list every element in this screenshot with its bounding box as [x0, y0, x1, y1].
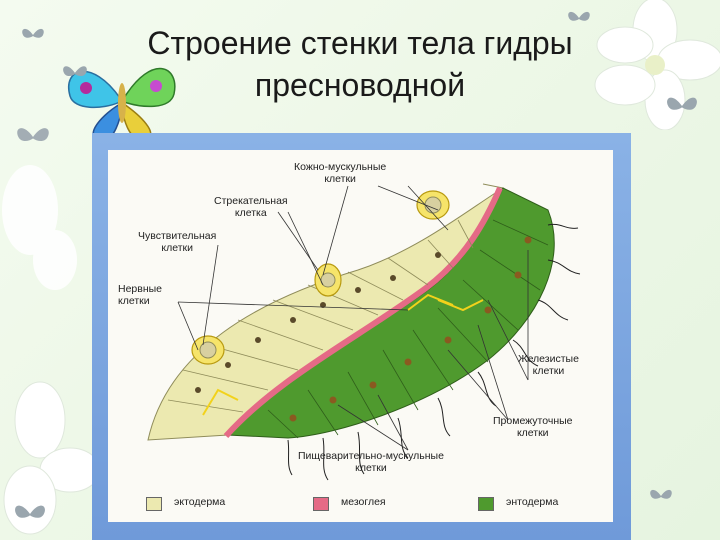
legend-swatch-ectoderm	[146, 497, 162, 511]
butterfly-icon	[17, 128, 49, 142]
slide-title: Строение стенки тела гидры пресноводной	[0, 22, 720, 106]
diagram-card: Кожно-мускульные клетки Стрекательная кл…	[108, 150, 613, 522]
title-line-2: пресноводной	[254, 67, 466, 103]
endoderm-cells	[267, 219, 549, 439]
legend-label-ectoderm: эктодерма	[174, 496, 226, 508]
butterfly-icon	[15, 505, 45, 518]
leader-lines	[177, 185, 529, 451]
cell-nuclei	[195, 252, 441, 393]
butterfly-icon	[667, 97, 697, 110]
mesoglea-layer	[223, 186, 503, 439]
legend-label-mesoglea: мезоглея	[341, 496, 386, 508]
label-digestive-muscle-cells: Пищеварительно-мускульные клетки	[298, 450, 444, 474]
label-stinging-cell: Стрекательная клетка	[214, 195, 288, 219]
endoderm-nuclei	[289, 236, 532, 422]
legend-label-endoderm: энтодерма	[506, 496, 559, 508]
nerve-cells	[202, 293, 484, 416]
label-glandular-cells: Железистые клетки	[518, 353, 579, 377]
legend-swatch-mesoglea	[313, 497, 329, 511]
stinging-capsules	[199, 196, 442, 359]
flower-icon	[2, 165, 77, 290]
label-intermediate-cells: Промежуточные клетки	[493, 415, 573, 439]
label-sensory-cells: Чувствительная клетки	[138, 230, 217, 254]
butterfly-icon	[650, 489, 672, 499]
flower-icon	[3, 381, 101, 535]
flower-icon	[594, 0, 720, 130]
flagella	[287, 223, 581, 481]
butterfly-icon	[22, 28, 44, 38]
label-nerve-cells: Нервные клетки	[118, 283, 163, 307]
butterfly-icon	[67, 67, 176, 141]
title-line-1: Строение стенки тела гидры	[147, 25, 573, 61]
butterfly-icon	[568, 11, 590, 21]
legend: эктодерма мезоглея энтодерма	[108, 489, 613, 513]
butterfly-icon	[63, 66, 87, 77]
hydra-wall-diagram	[147, 183, 581, 481]
legend-swatch-endoderm	[478, 497, 494, 511]
ectoderm-cells	[167, 219, 474, 413]
label-skin-muscle-cells: Кожно-мускульные клетки	[294, 161, 387, 185]
